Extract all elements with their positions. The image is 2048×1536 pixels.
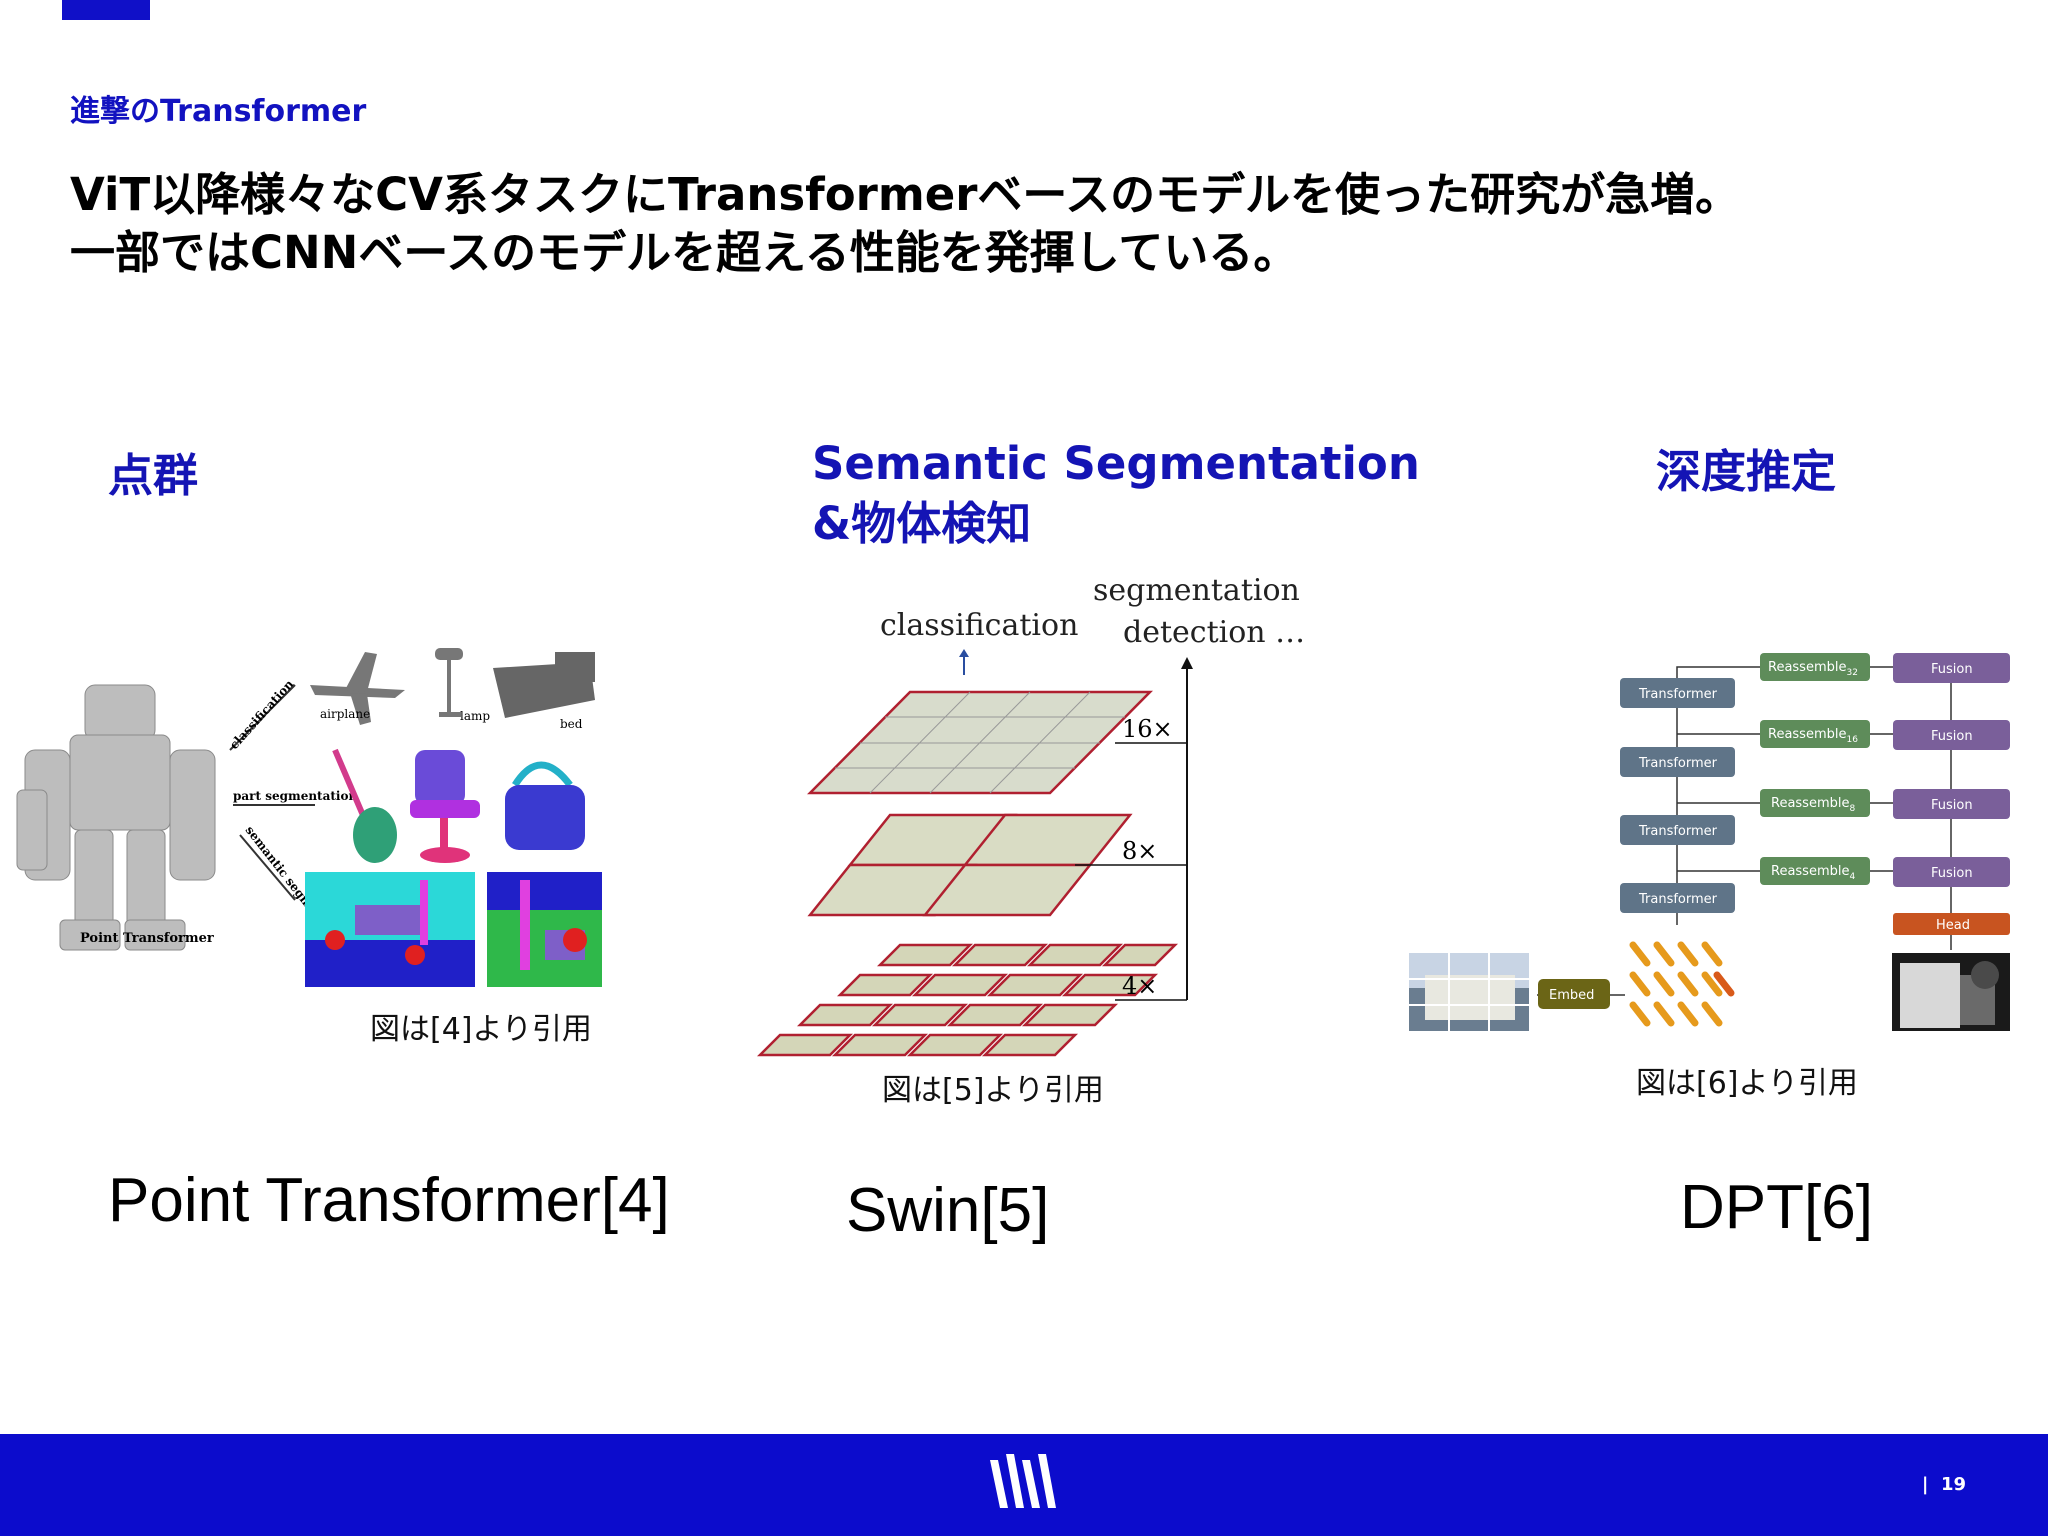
head-label: Head [1936, 918, 1970, 933]
embed-label: Embed [1549, 988, 1594, 1003]
top-accent-tab [62, 0, 150, 20]
svg-text:Transformer: Transformer [1638, 892, 1718, 907]
bag-icon [505, 761, 585, 850]
label-detection: detection … [1123, 615, 1305, 650]
lamp-icon [435, 648, 463, 717]
reassemble-stack: Reassemble32 Reassemble16 Reassemble8 Re… [1760, 653, 1870, 885]
swin-figure: classification segmentation detection … … [756, 573, 1305, 1057]
svg-text:Reassemble32: Reassemble32 [1768, 660, 1858, 678]
task-classification: classification [227, 677, 297, 752]
transformer-stack: Transformer Transformer Transformer Tran… [1620, 678, 1735, 913]
svg-text:Fusion: Fusion [1931, 662, 1973, 677]
airplane-icon [310, 652, 405, 725]
scale-4x: 4× [1122, 972, 1157, 1000]
page-number: | 19 [1922, 1474, 1966, 1495]
room-scene-1 [305, 872, 475, 987]
column-title-point-cloud: 点群 [108, 449, 199, 502]
svg-text:Transformer: Transformer [1638, 687, 1718, 702]
guitar-icon [332, 748, 397, 863]
object-bed: bed [560, 717, 583, 731]
input-image [1409, 953, 1529, 1031]
company-logo-icon [990, 1454, 1056, 1508]
caption-swin: 図は[5]より引用 [882, 1073, 1104, 1108]
caption-point-transformer: 図は[4]より引用 [370, 1012, 592, 1047]
page-separator: | [1921, 1474, 1929, 1495]
object-lamp: lamp [460, 709, 490, 723]
column-title-segmentation: Semantic Segmentation &物体検知 [812, 437, 1420, 550]
layer-16x [807, 690, 1153, 795]
token-grid [1629, 941, 1735, 1027]
column-title-depth-estimation: 深度推定 [1656, 445, 1837, 498]
object-airplane: airplane [320, 707, 370, 721]
svg-text:Fusion: Fusion [1931, 866, 1973, 881]
task-part-segmentation: part segmentation [233, 789, 357, 803]
fusion-stack: Fusion Fusion Fusion Fusion Head [1893, 653, 2010, 935]
footer-bar [0, 1434, 2048, 1536]
model-name-dpt: DPT[6] [1680, 1173, 1873, 1242]
svg-text:Transformer: Transformer [1638, 756, 1718, 771]
caption-dpt: 図は[6]より引用 [1636, 1066, 1858, 1101]
model-name-point-transformer: Point Transformer[4] [108, 1166, 670, 1235]
scale-8x: 8× [1122, 837, 1157, 865]
svg-text:Fusion: Fusion [1931, 798, 1973, 813]
svg-text:Reassemble4: Reassemble4 [1771, 864, 1855, 882]
robot-point-cloud [16, 684, 216, 951]
svg-text:Reassemble16: Reassemble16 [1768, 727, 1858, 745]
page-number-value: 19 [1940, 1474, 1966, 1495]
slide-headline: ViT以降様々なCV系タスクにTransformerベースのモデルを使った研究が… [70, 168, 1741, 279]
label-classification: classification [880, 608, 1078, 643]
model-name-swin: Swin[5] [846, 1176, 1050, 1245]
layer-4x [756, 943, 1179, 1057]
dpt-figure: Transformer Transformer Transformer Tran… [1409, 653, 2010, 1031]
room-scene-2 [487, 872, 602, 987]
svg-text:Reassemble8: Reassemble8 [1771, 796, 1855, 814]
section-label: 進撃のTransformer [70, 94, 367, 129]
label-segmentation: segmentation [1093, 573, 1300, 608]
depth-output-image [1892, 953, 2010, 1031]
svg-text:Transformer: Transformer [1638, 824, 1718, 839]
chair-icon [410, 750, 480, 863]
point-transformer-figure: Point Transformer classification part se… [16, 648, 602, 987]
layer-8x [807, 813, 1133, 917]
bed-icon [493, 652, 595, 718]
scale-16x: 16× [1122, 715, 1173, 743]
svg-text:Fusion: Fusion [1931, 729, 1973, 744]
point-transformer-label: Point Transformer [80, 931, 214, 946]
